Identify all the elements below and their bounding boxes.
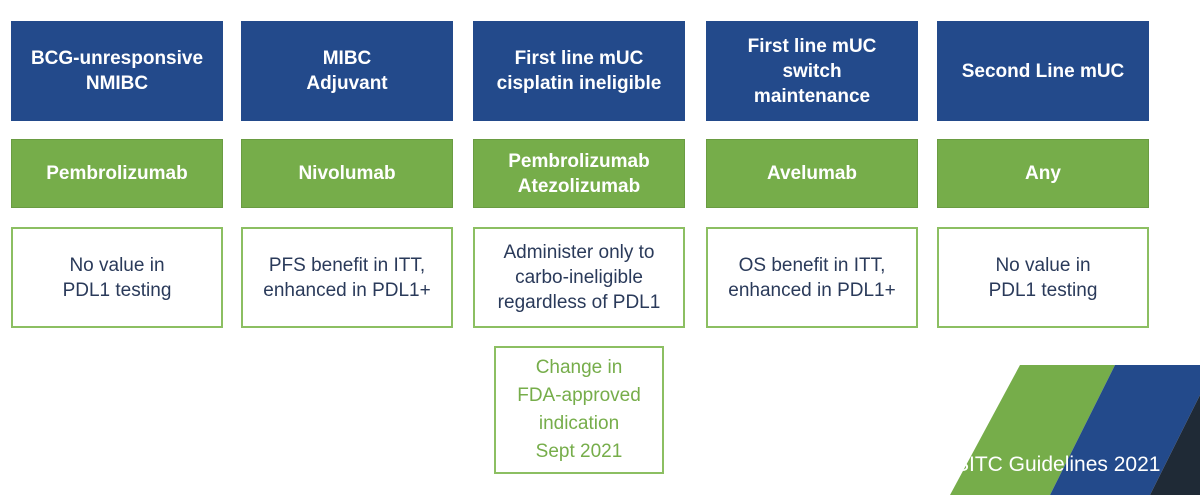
note-box: No value in PDL1 testing: [937, 227, 1149, 328]
drug-name: Pembrolizumab: [46, 163, 188, 184]
drug-box: Any: [937, 139, 1149, 208]
drug-name: Avelumab: [766, 163, 858, 184]
note-text: OS benefit in ITT, enhanced in PDL1+: [728, 254, 896, 301]
note-text: No value in PDL1 testing: [62, 254, 172, 301]
column-header: MIBC Adjuvant: [241, 21, 453, 121]
fda-change-note-box: Change in FDA-approved indication Sept 2…: [494, 346, 664, 474]
column-header: BCG-unresponsive NMIBC: [11, 21, 223, 121]
green-stripe: [950, 365, 1115, 495]
note-text: PFS benefit in ITT, enhanced in PDL1+: [263, 254, 431, 301]
drug-box: Avelumab: [706, 139, 918, 208]
column-header: Second Line mUC: [937, 21, 1149, 121]
dark-stripe: [1150, 395, 1200, 495]
fda-change-note-text: Change in FDA-approved indication Sept 2…: [517, 357, 641, 462]
column-header-text: Second Line mUC: [961, 60, 1125, 82]
footer-label: SITC Guidelines 2021: [955, 453, 1161, 476]
drug-box: Pembrolizumab: [11, 139, 223, 208]
note-box: OS benefit in ITT, enhanced in PDL1+: [706, 227, 918, 328]
corner-decoration: [900, 365, 1200, 495]
column-header-text: First line mUC switch maintenance: [747, 35, 877, 107]
drug-name: Nivolumab: [298, 163, 396, 184]
column-header-text: MIBC Adjuvant: [306, 48, 388, 94]
note-box: PFS benefit in ITT, enhanced in PDL1+: [241, 227, 453, 328]
drug-name: Pembrolizumab Atezolizumab: [508, 150, 650, 197]
note-box: Administer only to carbo-ineligible rega…: [473, 227, 685, 328]
note-text: No value in PDL1 testing: [988, 254, 1098, 301]
drug-box: Pembrolizumab Atezolizumab: [473, 139, 685, 208]
column-header-text: BCG-unresponsive NMIBC: [30, 48, 204, 94]
column-header: First line mUC switch maintenance: [706, 21, 918, 121]
column-header-text: First line mUC cisplatin ineligible: [496, 48, 662, 94]
column-header: First line mUC cisplatin ineligible: [473, 21, 685, 121]
corner-stripes-graphic: [950, 365, 1200, 495]
drug-name: Any: [1025, 163, 1061, 184]
note-text: Administer only to carbo-ineligible rega…: [497, 242, 661, 313]
blue-stripe: [1050, 365, 1200, 495]
drug-box: Nivolumab: [241, 139, 453, 208]
note-box: No value in PDL1 testing: [11, 227, 223, 328]
